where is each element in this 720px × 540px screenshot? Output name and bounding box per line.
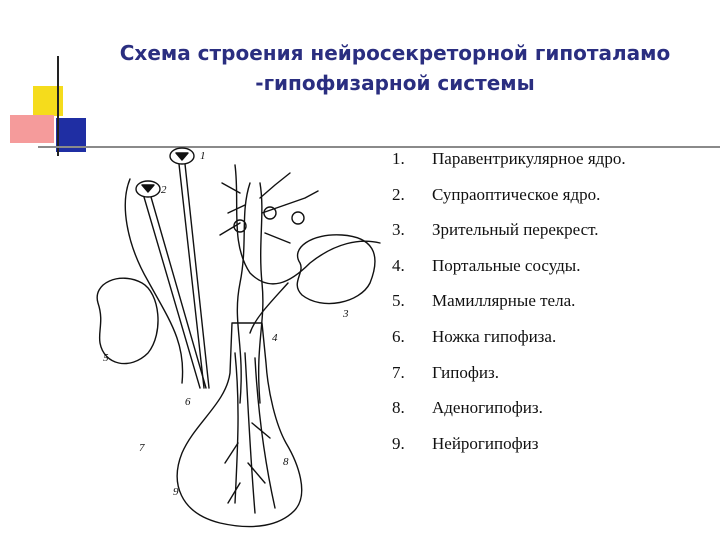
legend-item: 3. Зрительный перекрест. xyxy=(392,212,720,248)
legend-item-text: Ножка гипофиза. xyxy=(432,326,557,346)
label-3: 3 xyxy=(342,308,349,320)
slide-title-line-2: -гипофизарной системы xyxy=(255,71,535,95)
decor-pink-square xyxy=(10,115,54,143)
optic-chiasm xyxy=(296,234,376,305)
legend-item-number: 8. xyxy=(392,398,405,418)
label-9: 9 xyxy=(173,486,179,498)
legend-item: 6. Ножка гипофиза. xyxy=(392,319,720,355)
legend-item-number: 4. xyxy=(392,255,405,275)
paraventricular-neuron xyxy=(169,147,210,389)
slide-title-line-1: Схема строения нейросекреторной гипотала… xyxy=(119,41,671,65)
legend-item-number: 1. xyxy=(392,149,405,168)
label-8: 8 xyxy=(283,456,289,468)
legend-item-text: Мамиллярные тела. xyxy=(432,291,576,311)
supraoptic-neuron xyxy=(135,180,207,389)
legend-item: 9. Нейрогипофиз xyxy=(392,426,720,462)
legend-item-number: 6. xyxy=(392,326,405,346)
legend-item-text: Гипофиз. xyxy=(432,362,499,382)
legend-item-text: Нейрогипофиз xyxy=(432,433,539,453)
portal-vessels xyxy=(219,172,319,404)
legend-item-text: Супраоптическое ядро. xyxy=(432,184,601,204)
hypothalamo-pituitary-diagram: 1 2 3 4 5 6 7 8 9 xyxy=(96,147,381,528)
hypothalamus-contour xyxy=(124,178,184,384)
legend-item-text: Зрительный перекрест. xyxy=(432,220,599,240)
decor-vertical-line xyxy=(57,56,59,156)
legend-item-number: 9. xyxy=(392,433,405,453)
label-7: 7 xyxy=(139,442,145,454)
label-2: 2 xyxy=(161,184,167,196)
mamillary-body xyxy=(96,277,159,365)
legend-item: 7. Гипофиз. xyxy=(392,355,720,391)
legend-item: 1. Паравентрикулярное ядро. xyxy=(392,141,720,177)
brain-floor-contour xyxy=(234,164,381,285)
legend-item-number: 3. xyxy=(392,220,405,240)
legend-item: 8. Аденогипофиз. xyxy=(392,390,720,426)
slide-title: Схема строения нейросекреторной гипотала… xyxy=(70,38,720,98)
label-5: 5 xyxy=(103,352,109,364)
legend-list: 1. Паравентрикулярное ядро. 2. Супраоптиче… xyxy=(392,141,720,461)
label-6: 6 xyxy=(185,396,191,408)
label-4: 4 xyxy=(272,332,278,344)
legend-item-text: Портальные сосуды. xyxy=(432,255,581,275)
legend-item: 2. Супраоптическое ядро. xyxy=(392,177,720,213)
legend-item: 5. Мамиллярные тела. xyxy=(392,283,720,319)
legend-item-number: 2. xyxy=(392,184,405,204)
legend-item-number: 5. xyxy=(392,291,405,311)
legend-item-text: Паравентрикулярное ядро. xyxy=(432,149,626,168)
decor-horizontal-line xyxy=(38,146,720,148)
legend-item-number: 7. xyxy=(392,362,405,382)
legend-item: 4. Портальные сосуды. xyxy=(392,248,720,284)
legend-item-text: Аденогипофиз. xyxy=(432,398,543,418)
label-1: 1 xyxy=(200,150,206,162)
pituitary-gland xyxy=(176,322,303,528)
